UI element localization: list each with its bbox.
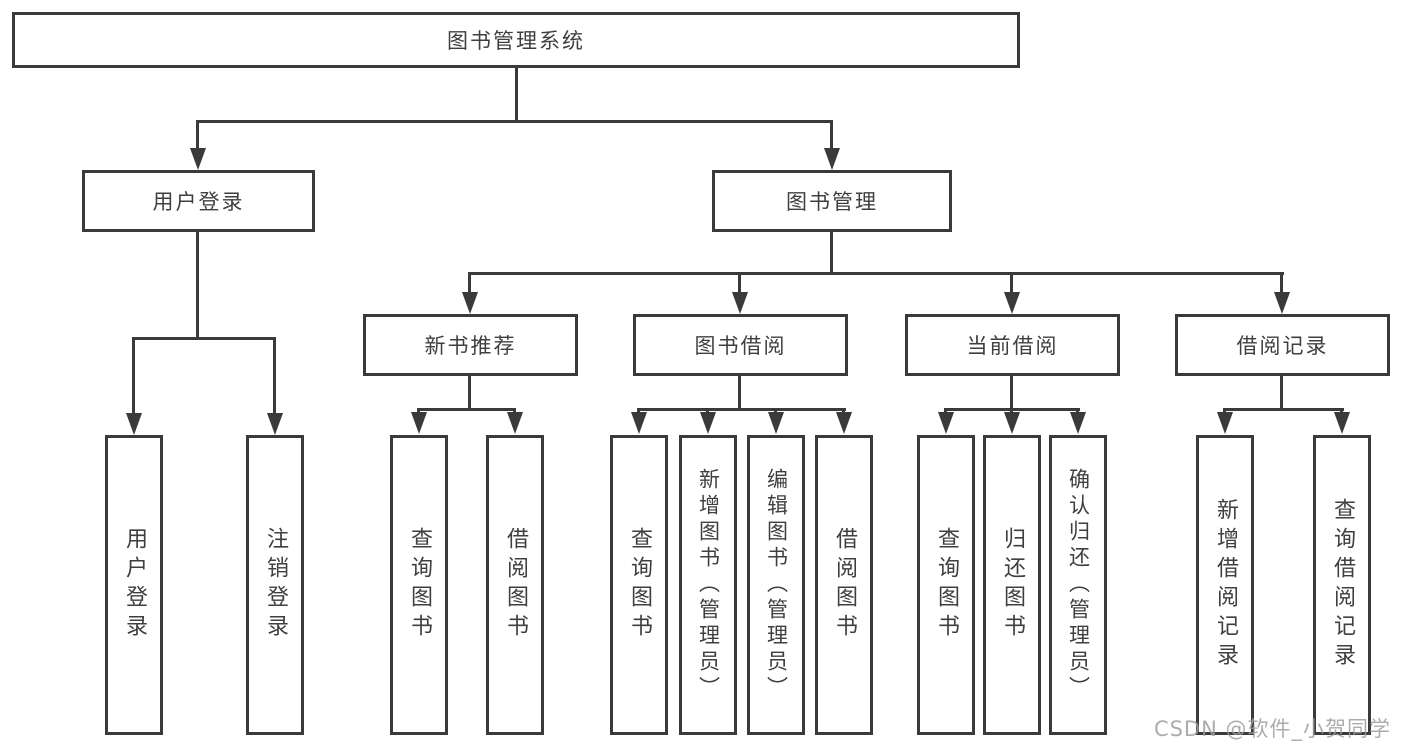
leaf-add-borrow-record: 新增借阅记录 xyxy=(1196,435,1254,735)
arrowhead-down xyxy=(824,148,840,170)
node-current-borrowing: 当前借阅 xyxy=(905,314,1120,376)
connector-stem xyxy=(1010,376,1013,408)
connector-hbar xyxy=(1224,408,1344,411)
arrowhead-down xyxy=(126,413,142,435)
node-library-management-system: 图书管理系统 xyxy=(12,12,1020,68)
arrowhead-down xyxy=(700,412,716,434)
connector-drop-leaf xyxy=(273,337,276,413)
leaf-user-login: 用户登录 xyxy=(105,435,163,735)
leaf-borrow-books-borrowing: 借阅图书 xyxy=(815,435,873,735)
connector-hbar xyxy=(418,408,516,411)
arrowhead-down xyxy=(1070,412,1086,434)
node-book-management: 图书管理 xyxy=(712,170,952,232)
connector-book-mgmt-hbar xyxy=(469,272,1284,275)
node-label: 借阅记录 xyxy=(1236,334,1329,358)
connector-drop-level3 xyxy=(1280,272,1283,292)
arrowhead-down xyxy=(938,412,954,434)
leaf-query-books-current: 查询图书 xyxy=(917,435,975,735)
arrowhead-down xyxy=(190,148,206,170)
node-label: 借阅图书 xyxy=(503,527,528,643)
node-user-login-group: 用户登录 xyxy=(82,170,315,232)
arrowhead-down xyxy=(1217,412,1233,434)
node-label: 查询图书 xyxy=(934,527,959,643)
arrowhead-down xyxy=(768,412,784,434)
arrowhead-down xyxy=(732,292,748,314)
leaf-logout: 注销登录 xyxy=(246,435,304,735)
connector-root-stem xyxy=(515,68,518,120)
arrowhead-down xyxy=(1334,412,1350,434)
connector-user-login-hbar xyxy=(133,337,276,340)
connector-stem xyxy=(468,376,471,408)
arrowhead-down xyxy=(507,412,523,434)
arrowhead-down xyxy=(411,412,427,434)
node-borrowing-records: 借阅记录 xyxy=(1175,314,1390,376)
connector-book-mgmt-stem xyxy=(830,232,833,272)
connector-drop-leaf xyxy=(132,337,135,413)
arrowhead-down xyxy=(836,412,852,434)
node-label: 当前借阅 xyxy=(966,334,1059,358)
node-label: 图书借阅 xyxy=(694,334,787,358)
node-label: 新增借阅记录 xyxy=(1213,498,1238,672)
node-label: 图书管理 xyxy=(786,190,878,214)
leaf-query-books-recommend: 查询图书 xyxy=(390,435,448,735)
arrowhead-down xyxy=(631,412,647,434)
node-label: 用户登录 xyxy=(152,190,245,214)
node-label: 查询借阅记录 xyxy=(1330,498,1355,672)
connector-root-hbar xyxy=(197,120,833,123)
node-label: 确认归还（管理员） xyxy=(1066,468,1091,702)
leaf-query-books-borrowing: 查询图书 xyxy=(610,435,668,735)
leaf-edit-book-admin: 编辑图书（管理员） xyxy=(747,435,805,735)
node-label: 归还图书 xyxy=(1000,527,1025,643)
node-label: 借阅图书 xyxy=(832,527,857,643)
node-new-book-recommendation: 新书推荐 xyxy=(363,314,578,376)
arrowhead-down xyxy=(1274,292,1290,314)
arrowhead-down xyxy=(1004,412,1020,434)
node-label: 查询图书 xyxy=(407,527,432,643)
connector-drop-level3 xyxy=(468,272,471,292)
arrowhead-down xyxy=(1004,292,1020,314)
csdn-watermark: CSDN @软件_小贺同学 xyxy=(1153,717,1391,741)
node-label: 新增图书（管理员） xyxy=(696,468,721,702)
connector-drop-book-management xyxy=(830,120,833,150)
node-label: 注销登录 xyxy=(263,527,288,643)
leaf-borrow-books-recommend: 借阅图书 xyxy=(486,435,544,735)
arrowhead-down xyxy=(267,413,283,435)
connector-stem xyxy=(738,376,741,408)
node-label: 用户登录 xyxy=(122,527,147,643)
leaf-query-borrow-record: 查询借阅记录 xyxy=(1313,435,1371,735)
connector-stem xyxy=(1280,376,1283,408)
connector-drop-level3 xyxy=(738,272,741,292)
node-label: 新书推荐 xyxy=(424,334,517,358)
arrowhead-down xyxy=(462,292,478,314)
node-label: 图书管理系统 xyxy=(447,29,585,53)
leaf-return-books: 归还图书 xyxy=(983,435,1041,735)
connector-hbar xyxy=(638,408,846,411)
node-label: 查询图书 xyxy=(627,527,652,643)
node-book-borrowing: 图书借阅 xyxy=(633,314,848,376)
node-label: 编辑图书（管理员） xyxy=(764,468,789,702)
leaf-confirm-return-admin: 确认归还（管理员） xyxy=(1049,435,1107,735)
leaf-add-book-admin: 新增图书（管理员） xyxy=(679,435,737,735)
connector-drop-user-login xyxy=(196,120,199,150)
connector-user-login-stem xyxy=(196,232,199,337)
connector-drop-level3 xyxy=(1010,272,1013,292)
